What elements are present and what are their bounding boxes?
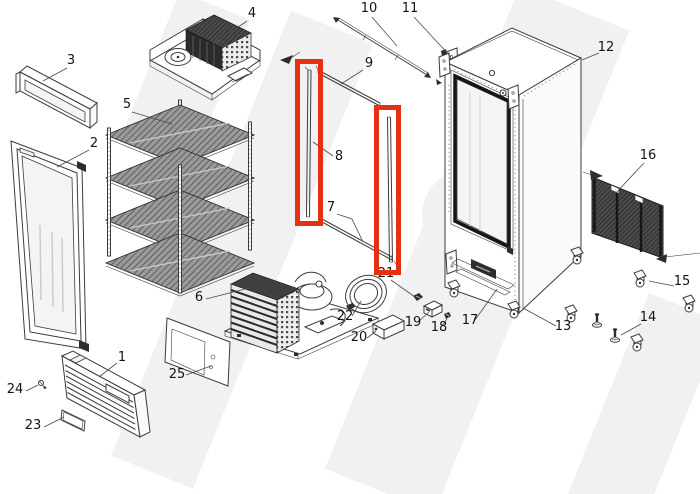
leader-17	[474, 288, 498, 321]
part-7-frame-strip-bottom	[321, 218, 397, 265]
part-label-18: 18	[431, 320, 448, 335]
leader-21	[390, 279, 416, 298]
part-label-25: 25	[169, 367, 186, 382]
part-number-labels: 1 2 3 4 5 6 7 8 9 10 11 12 13 14 15 16 1…	[7, 1, 691, 433]
leader-20	[366, 330, 377, 339]
part-label-7: 7	[327, 200, 335, 215]
part-label-20: 20	[351, 330, 368, 345]
leader-24	[25, 384, 39, 392]
part-label-8: 8	[335, 149, 343, 164]
part-label-10: 10	[361, 1, 378, 16]
leader-14	[620, 323, 642, 336]
part-6-condensing-unit	[223, 271, 380, 360]
part-label-24: 24	[7, 382, 24, 397]
part-2-glass-door	[10, 140, 89, 352]
leader-4	[212, 20, 248, 45]
part-label-14: 14	[640, 310, 657, 325]
part-16-condenser-grille	[591, 176, 664, 259]
highlight-annotations	[295, 59, 401, 275]
part-label-12: 12	[598, 40, 615, 55]
part-4-evaporator-unit	[148, 14, 261, 101]
leader-23	[43, 416, 65, 428]
part-12-cabinet-body	[438, 27, 584, 319]
leader-12	[581, 52, 600, 61]
part-22-tubing-coil	[345, 274, 387, 314]
part-18-bolt	[444, 312, 451, 319]
leader-7	[336, 213, 364, 243]
part-20-starter-box	[371, 314, 406, 340]
leader-lines	[25, 16, 675, 428]
part-25-cover-panel	[164, 317, 231, 387]
leader-5	[131, 111, 173, 125]
leader-22	[351, 300, 362, 317]
part-label-9: 9	[365, 56, 373, 71]
part-8-frame-strip-side	[304, 66, 312, 218]
part-label-3: 3	[67, 53, 75, 68]
leader-11	[413, 16, 452, 58]
part-label-16: 16	[640, 148, 657, 163]
highlight-box-part-21	[374, 105, 401, 275]
part-21-clip	[413, 293, 423, 301]
leader-6	[205, 287, 250, 300]
part-label-5: 5	[123, 97, 131, 112]
part-17-bottom-frame	[451, 258, 515, 296]
leader-3	[42, 67, 68, 82]
frame-strip-side-right	[387, 116, 393, 263]
leader-9	[340, 69, 364, 85]
part-23-name-plate	[60, 409, 86, 432]
part-5-shelf-assembly	[104, 99, 256, 297]
leader-13	[522, 307, 557, 327]
part-label-19: 19	[405, 315, 422, 330]
part-label-22: 22	[337, 309, 354, 324]
part-label-23: 23	[25, 418, 42, 433]
part-label-1: 1	[118, 350, 126, 365]
leader-18	[440, 318, 448, 328]
part-19-relay-box	[422, 300, 444, 318]
leader-19	[417, 311, 430, 323]
part-label-15: 15	[674, 274, 691, 289]
highlight-box-part-8	[295, 59, 323, 226]
part-label-11: 11	[402, 1, 419, 16]
part-10-capillary-tube	[333, 17, 442, 85]
part-label-4: 4	[248, 6, 256, 21]
assembly-arrows	[280, 51, 700, 263]
part-label-2: 2	[90, 136, 98, 151]
part-label-13: 13	[555, 319, 572, 334]
part-label-17: 17	[462, 313, 479, 328]
leader-16	[612, 162, 645, 197]
leader-25	[185, 365, 212, 376]
part-24-screw	[38, 380, 47, 389]
leader-15	[648, 280, 675, 287]
leader-10	[371, 16, 398, 47]
leader-2	[56, 149, 90, 168]
leader-1	[98, 362, 118, 378]
coil-fitting	[346, 303, 355, 310]
part-label-6: 6	[195, 290, 203, 305]
part-3-sign-panel	[15, 65, 98, 130]
